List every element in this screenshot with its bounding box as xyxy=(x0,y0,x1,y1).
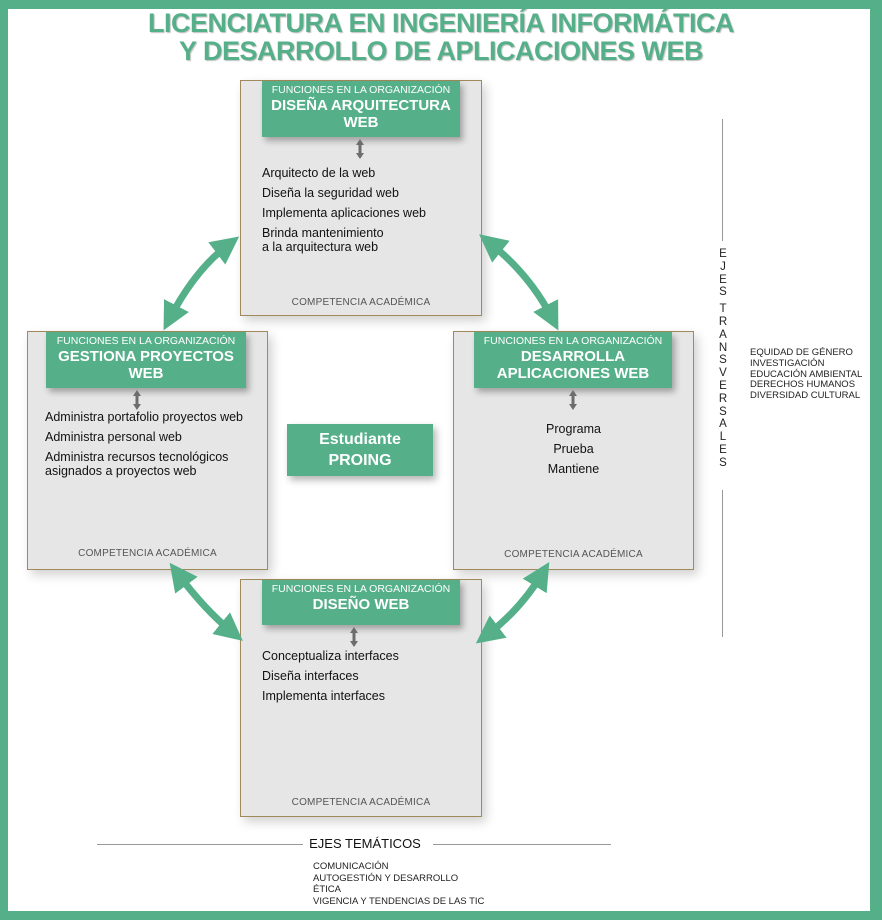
box-items: Arquitecto de la web Diseña la seguridad… xyxy=(262,166,426,260)
list-item: DIVERSIDAD CULTURAL xyxy=(750,390,861,402)
vertical-letter: A xyxy=(719,328,727,341)
header-desarrolla-aplicaciones: FUNCIONES EN LA ORGANIZACIÓN DESARROLLA … xyxy=(474,332,672,388)
tematicos-line-left xyxy=(97,844,303,845)
list-item: Administra personal web xyxy=(45,430,182,444)
title-line-2: Y DESARROLLO DE APLICACIONES WEB xyxy=(178,36,704,66)
box-items: Programa Prueba Mantiene xyxy=(454,422,693,482)
box-items: Administra portafolio proyectos web Admi… xyxy=(45,410,243,484)
vertical-letter: R xyxy=(718,315,728,328)
list-item: AUTOGESTIÓN Y DESARROLLO xyxy=(313,872,459,884)
list-item: Administra recursos tecnológicos asignad… xyxy=(45,450,229,478)
vertical-letter: S xyxy=(719,456,727,469)
list-item: Programa xyxy=(546,422,601,436)
header-diseno-web: FUNCIONES EN LA ORGANIZACIÓN DISEÑO WEB xyxy=(262,580,460,625)
vertical-letter: S xyxy=(719,354,727,367)
competencia-label: COMPETENCIA ACADÉMICA xyxy=(78,548,217,559)
vertical-letter: E xyxy=(719,273,727,286)
student-line-1: Estudiante xyxy=(319,431,401,448)
title-line-1: LICENCIATURA EN INGENIERÍA INFORMÁTICA xyxy=(148,8,734,38)
vertical-letter: T xyxy=(719,303,727,316)
transversal-line-top xyxy=(722,119,723,241)
list-item: Implementa aplicaciones web xyxy=(262,206,426,220)
vertical-letter: N xyxy=(718,341,728,354)
tematicos-line-right xyxy=(433,844,611,845)
vertical-letter: A xyxy=(719,418,727,431)
vertical-letter: E xyxy=(719,379,727,392)
vertical-double-arrow-icon xyxy=(356,139,364,159)
header-title-line: DISEÑO WEB xyxy=(312,596,410,613)
list-item: Diseña la seguridad web xyxy=(262,186,399,200)
header-title-line: APLICACIONES WEB xyxy=(496,365,650,382)
transversal-line-bottom xyxy=(722,490,723,637)
vertical-letter: S xyxy=(719,405,727,418)
box-items: Conceptualiza interfaces Diseña interfac… xyxy=(262,649,399,709)
vertical-letter: V xyxy=(719,367,727,380)
header-subtitle: FUNCIONES EN LA ORGANIZACIÓN xyxy=(271,583,451,595)
ejes-transversales-list: EQUIDAD DE GÉNERO INVESTIGACIÓN EDUCACIÓ… xyxy=(750,347,863,402)
vertical-double-arrow-icon xyxy=(133,390,141,410)
competencia-label: COMPETENCIA ACADÉMICA xyxy=(291,797,431,808)
header-title-line: DESARROLLA xyxy=(520,348,626,365)
list-item: DERECHOS HUMANOS xyxy=(750,379,856,391)
ejes-tematicos-label: EJES TEMÁTICOS xyxy=(309,836,421,851)
list-item: EDUCACIÓN AMBIENTAL xyxy=(750,368,863,380)
list-item: Administra portafolio proyectos web xyxy=(45,410,244,424)
list-item: EQUIDAD DE GÉNERO xyxy=(750,347,853,358)
header-subtitle: FUNCIONES EN LA ORGANIZACIÓN xyxy=(56,335,236,347)
page-title: LICENCIATURA EN INGENIERÍA INFORMÁTICA Y… xyxy=(0,9,882,65)
vertical-letter: S xyxy=(719,286,727,299)
header-title-line: DISEÑA ARQUITECTURA xyxy=(271,97,451,114)
list-item: COMUNICACIÓN xyxy=(313,861,389,872)
list-item: Conceptualiza interfaces xyxy=(262,649,399,663)
header-gestiona-proyectos: FUNCIONES EN LA ORGANIZACIÓN GESTIONA PR… xyxy=(46,332,246,388)
list-item: Diseña interfaces xyxy=(262,669,359,683)
list-item: Prueba xyxy=(553,442,594,456)
header-subtitle: FUNCIONES EN LA ORGANIZACIÓN xyxy=(271,84,451,96)
list-item: INVESTIGACIÓN xyxy=(750,357,825,369)
header-title-line: GESTIONA PROYECTOS xyxy=(58,348,234,365)
header-disena-arquitectura: FUNCIONES EN LA ORGANIZACIÓN DISEÑA ARQU… xyxy=(262,81,460,137)
header-title-line: WEB xyxy=(343,114,379,131)
vertical-double-arrow-icon xyxy=(569,390,577,410)
ejes-tematicos-list: COMUNICACIÓN AUTOGESTIÓN Y DESARROLLO ÉT… xyxy=(313,861,484,907)
list-item: Mantiene xyxy=(547,462,600,476)
list-item: Brinda mantenimiento a la arquitectura w… xyxy=(262,226,384,254)
list-item: Arquitecto de la web xyxy=(262,166,376,180)
list-item: Implementa interfaces xyxy=(262,689,385,703)
vertical-letter: L xyxy=(719,431,727,444)
header-subtitle: FUNCIONES EN LA ORGANIZACIÓN xyxy=(483,335,663,347)
vertical-double-arrow-icon xyxy=(350,627,358,647)
list-item: ÉTICA xyxy=(313,884,341,896)
student-line-2: PROING xyxy=(328,452,392,469)
competencia-label: COMPETENCIA ACADÉMICA xyxy=(291,297,431,308)
header-title-line: WEB xyxy=(128,365,164,382)
vertical-letter: J xyxy=(720,260,726,273)
vertical-letter: E xyxy=(719,248,727,260)
competencia-label: COMPETENCIA ACADÉMICA xyxy=(504,549,643,560)
vertical-letter: E xyxy=(719,443,727,456)
student-proing-node: Estudiante PROING xyxy=(287,424,433,476)
list-item: VIGENCIA Y TENDENCIAS DE LAS TIC xyxy=(313,895,485,907)
vertical-letter: R xyxy=(718,392,728,405)
